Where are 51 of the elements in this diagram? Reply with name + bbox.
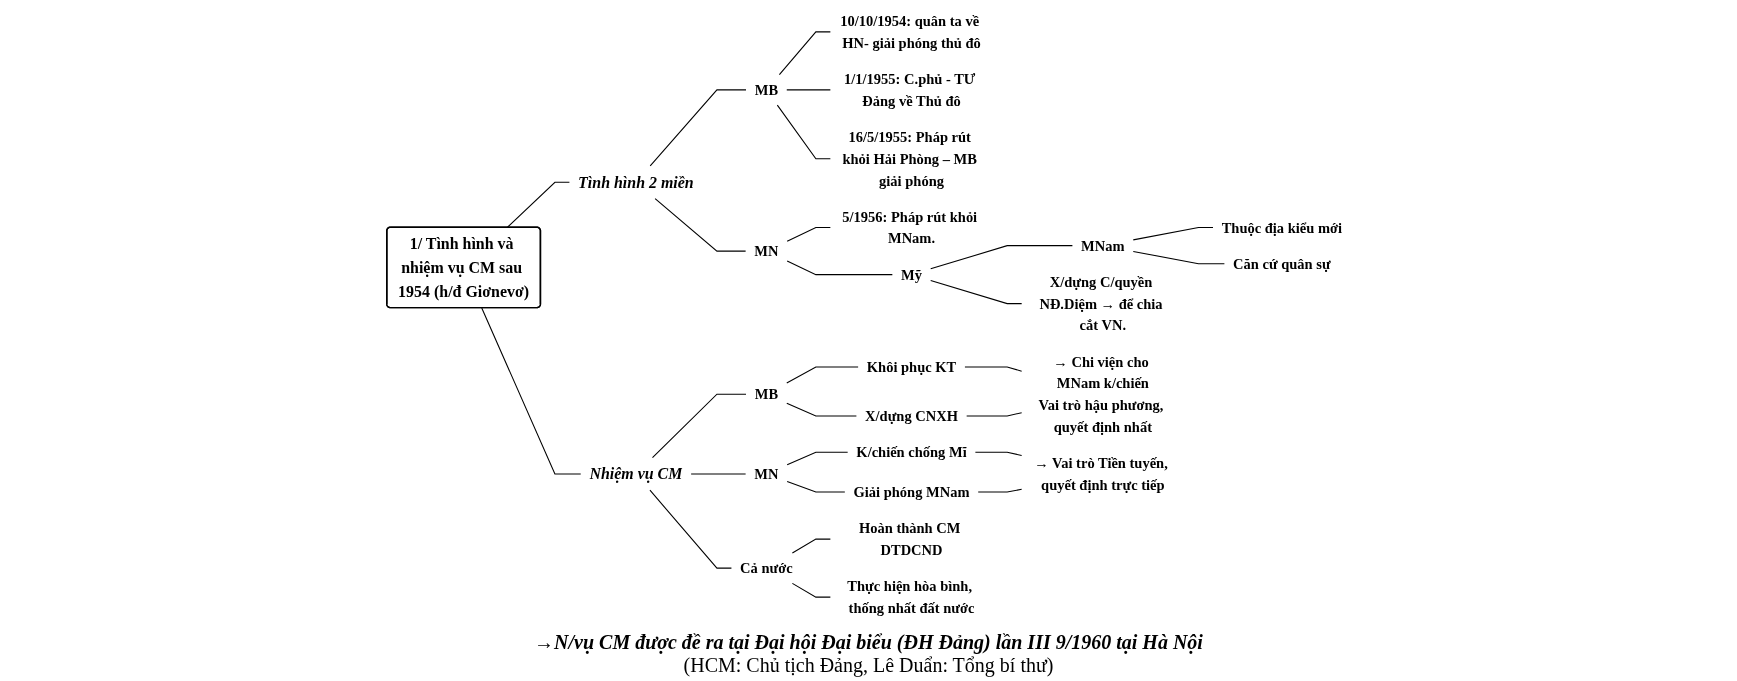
connector bbox=[1132, 227, 1214, 241]
node-text: Giải phóng MNam bbox=[853, 484, 970, 501]
connector bbox=[929, 245, 1073, 270]
connector bbox=[786, 260, 893, 276]
node-text: MB bbox=[754, 386, 778, 403]
node-text: → Chi viện cho MNam k/chiến Vai trò hậu phương, quyết định nhất bbox=[1038, 353, 1164, 435]
connector bbox=[651, 393, 747, 459]
connector bbox=[974, 451, 1022, 457]
node-text: Nhiệm vụ CM bbox=[589, 464, 683, 483]
connector bbox=[786, 451, 848, 466]
connector bbox=[977, 488, 1022, 493]
node-text: X/dựng C/quyền NĐ.Diệm → để chia cắt VN. bbox=[1039, 273, 1163, 334]
node-text: Thuộc địa kiểu mới bbox=[1221, 219, 1342, 236]
connector bbox=[929, 279, 1022, 305]
connector bbox=[964, 366, 1022, 372]
node-text: 1/1/1955: C.phủ - TƯ Đảng về Thủ đô bbox=[843, 71, 976, 109]
connector bbox=[480, 307, 581, 475]
node-text: 10/10/1954: quân ta về HN- giải phóng thủ đô bbox=[839, 13, 981, 51]
node-text: MN bbox=[754, 465, 779, 482]
connector bbox=[791, 538, 831, 554]
node-text: MN bbox=[754, 243, 779, 260]
connector bbox=[506, 181, 570, 229]
connector bbox=[791, 582, 831, 598]
connector bbox=[649, 489, 732, 569]
connector bbox=[786, 227, 831, 242]
note-text: →N/vụ CM được đề ra tại Đại hội Đại biểu (ĐH Đảng) lần III 9/1960 tại Hà Nội bbox=[534, 631, 1203, 654]
connector bbox=[1132, 250, 1225, 265]
node-text: 5/1956: Pháp rút khỏi MNam. bbox=[841, 208, 977, 247]
connector bbox=[965, 412, 1022, 417]
node-text: Căn cứ quân sự bbox=[1232, 255, 1331, 272]
connector bbox=[785, 366, 859, 384]
node-text: Thực hiện hòa bình, thống nhất đất nước bbox=[847, 578, 975, 616]
node-text: X/dựng CNXH bbox=[864, 407, 958, 424]
node-text: 16/5/1955: Pháp rút khỏi Hải Phòng – MB giải phóng bbox=[842, 128, 977, 189]
node-text: Khôi phục KT bbox=[866, 359, 956, 376]
note-text: (HCM: Chủ tịch Đảng, Lê Duẩn: Tổng bí thư) bbox=[682, 654, 1055, 677]
node-text: K/chiến chống Mĩ bbox=[856, 444, 967, 461]
node-text: Mỹ bbox=[900, 266, 922, 283]
node-text: MNam bbox=[1080, 237, 1125, 254]
connector bbox=[786, 481, 846, 493]
node-text: Hoàn thành CM DTDCND bbox=[858, 520, 961, 558]
connector bbox=[778, 31, 831, 76]
connector bbox=[776, 104, 831, 160]
node-text: MB bbox=[754, 81, 778, 98]
connector bbox=[785, 89, 831, 91]
connector bbox=[654, 198, 746, 252]
node-text: Cả nước bbox=[739, 560, 793, 577]
node-text: → Vai trò Tiền tuyến, quyết định trực tiếp bbox=[1033, 455, 1168, 493]
connector bbox=[649, 89, 747, 167]
node-text: Tình hình 2 miền bbox=[577, 173, 694, 192]
connector bbox=[785, 402, 857, 417]
